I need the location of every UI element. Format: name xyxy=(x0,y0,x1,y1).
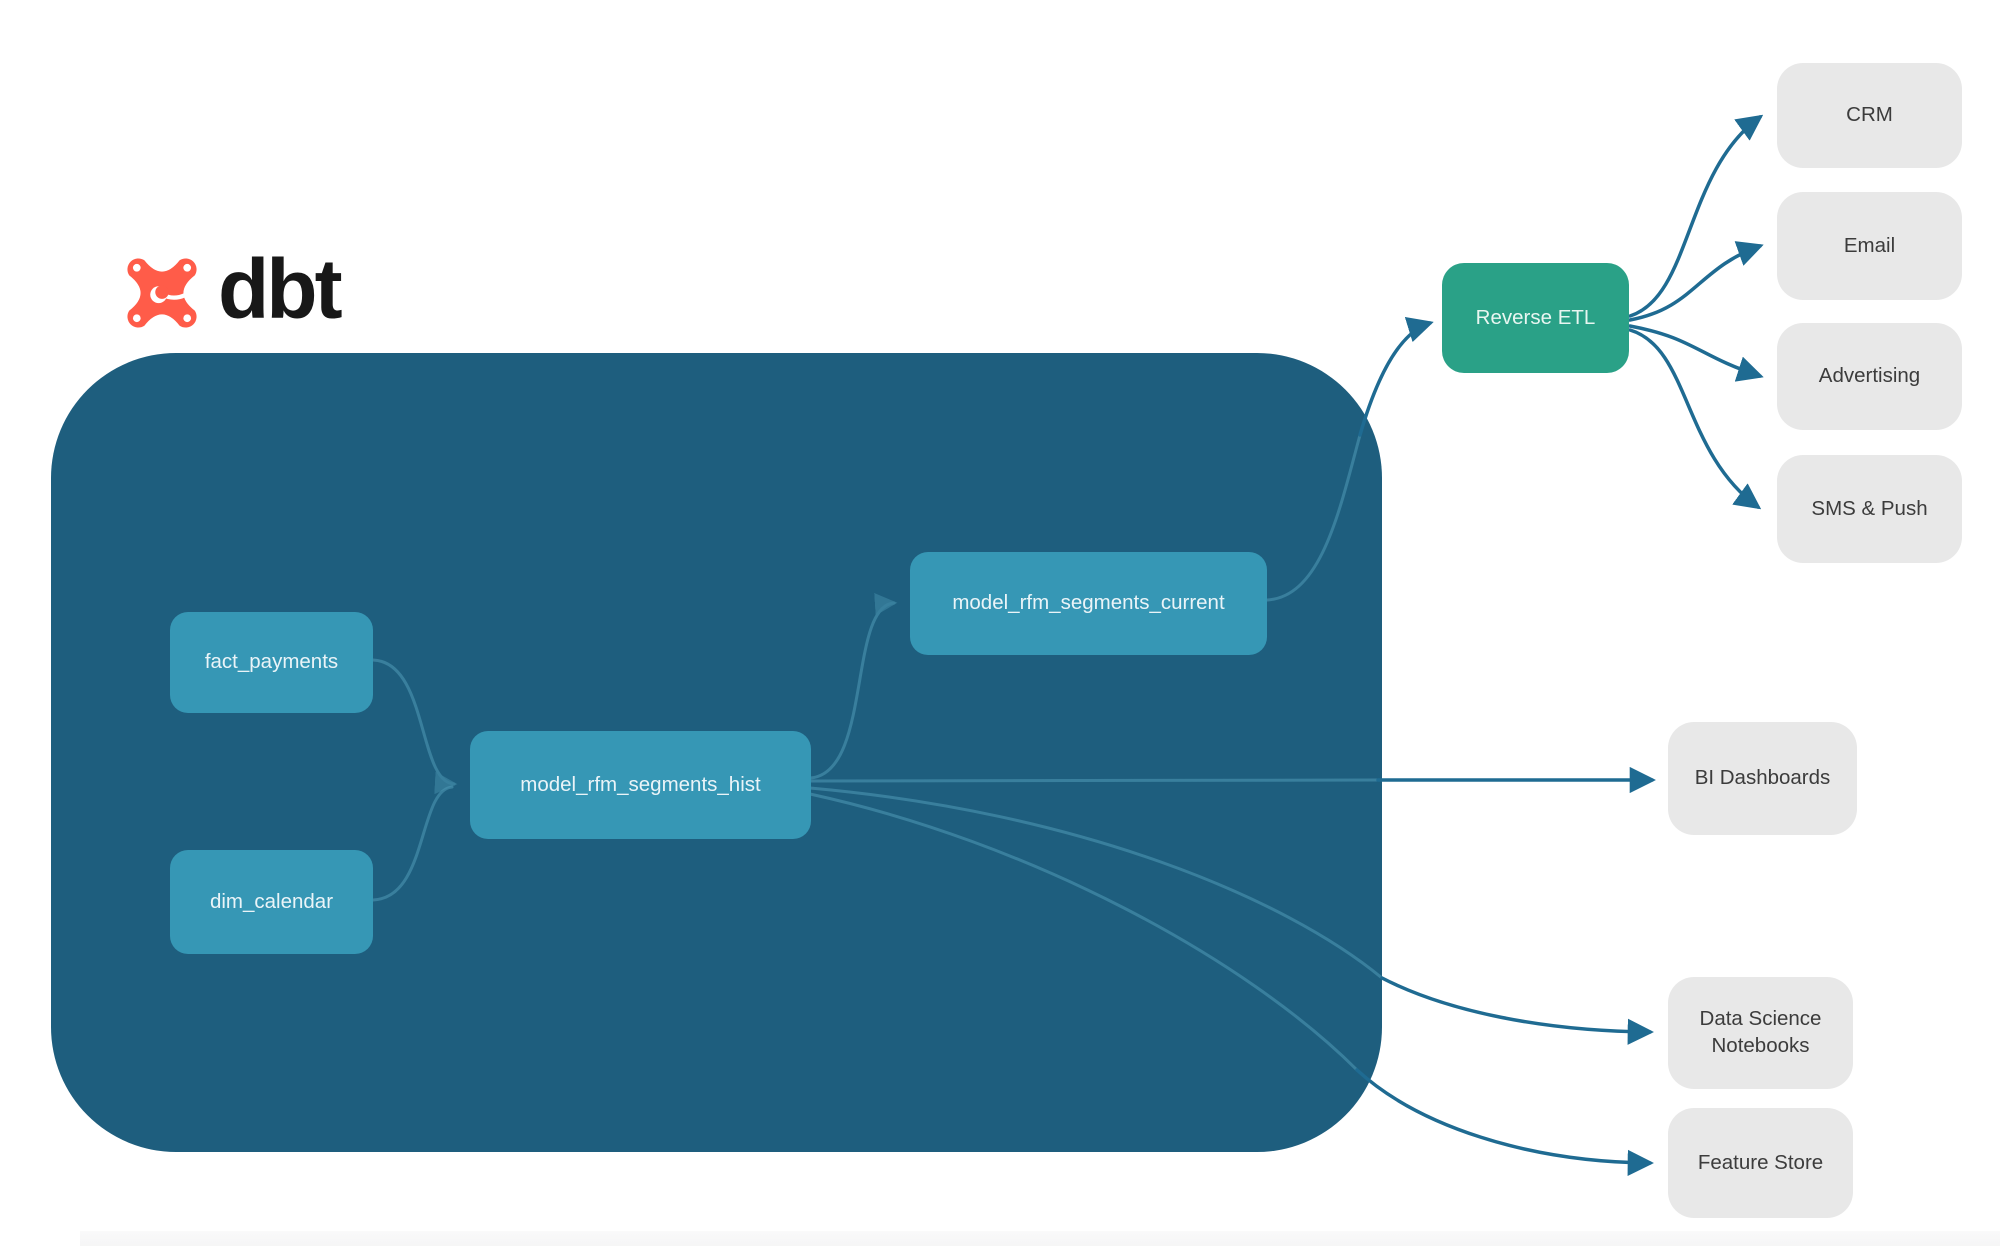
node-model-rfm-segments-hist: model_rfm_segments_hist xyxy=(470,731,811,839)
edge-dim-to-hist xyxy=(371,785,454,902)
edge-hist-to-featurestore-inside xyxy=(808,792,1359,1072)
edge-hist-to-notebooks-inside xyxy=(808,786,1384,980)
edge-hist-to-featurestore xyxy=(1355,1068,1654,1176)
dbt-logo: dbt xyxy=(120,243,540,343)
edge-reverseetl-to-email xyxy=(1628,241,1764,322)
dbt-logo-wordmark: dbt xyxy=(218,242,343,336)
node-dim-calendar: dim_calendar xyxy=(170,850,373,954)
edge-reverseetl-to-sms xyxy=(1628,328,1762,510)
edge-hist-to-notebooks xyxy=(1380,976,1654,1045)
node-sms-push: SMS & Push xyxy=(1777,455,1962,563)
node-crm: CRM xyxy=(1777,63,1962,168)
node-bi-dashboards: BI Dashboards xyxy=(1668,722,1857,835)
edge-current-to-reverseetl-inside xyxy=(1265,433,1362,602)
node-reverse-etl: Reverse ETL xyxy=(1442,263,1629,373)
node-feature-store: Feature Store xyxy=(1668,1108,1853,1218)
node-data-science-notebooks: Data Science Notebooks xyxy=(1668,977,1853,1089)
edge-reverseetl-to-crm xyxy=(1628,114,1764,318)
edge-hist-to-bi-inside xyxy=(808,778,1380,783)
bottom-edge-strip xyxy=(80,1231,2000,1246)
node-advertising: Advertising xyxy=(1777,323,1962,430)
node-fact-payments: fact_payments xyxy=(170,612,373,713)
dbt-logo-icon xyxy=(127,258,198,328)
edge-reverseetl-to-advertising xyxy=(1628,324,1764,382)
edge-fact-to-hist xyxy=(371,658,458,795)
edge-current-to-reverseetl xyxy=(1358,317,1434,437)
edge-hist-to-current xyxy=(808,593,898,780)
node-email: Email xyxy=(1777,192,1962,300)
node-model-rfm-segments-current: model_rfm_segments_current xyxy=(910,552,1267,655)
